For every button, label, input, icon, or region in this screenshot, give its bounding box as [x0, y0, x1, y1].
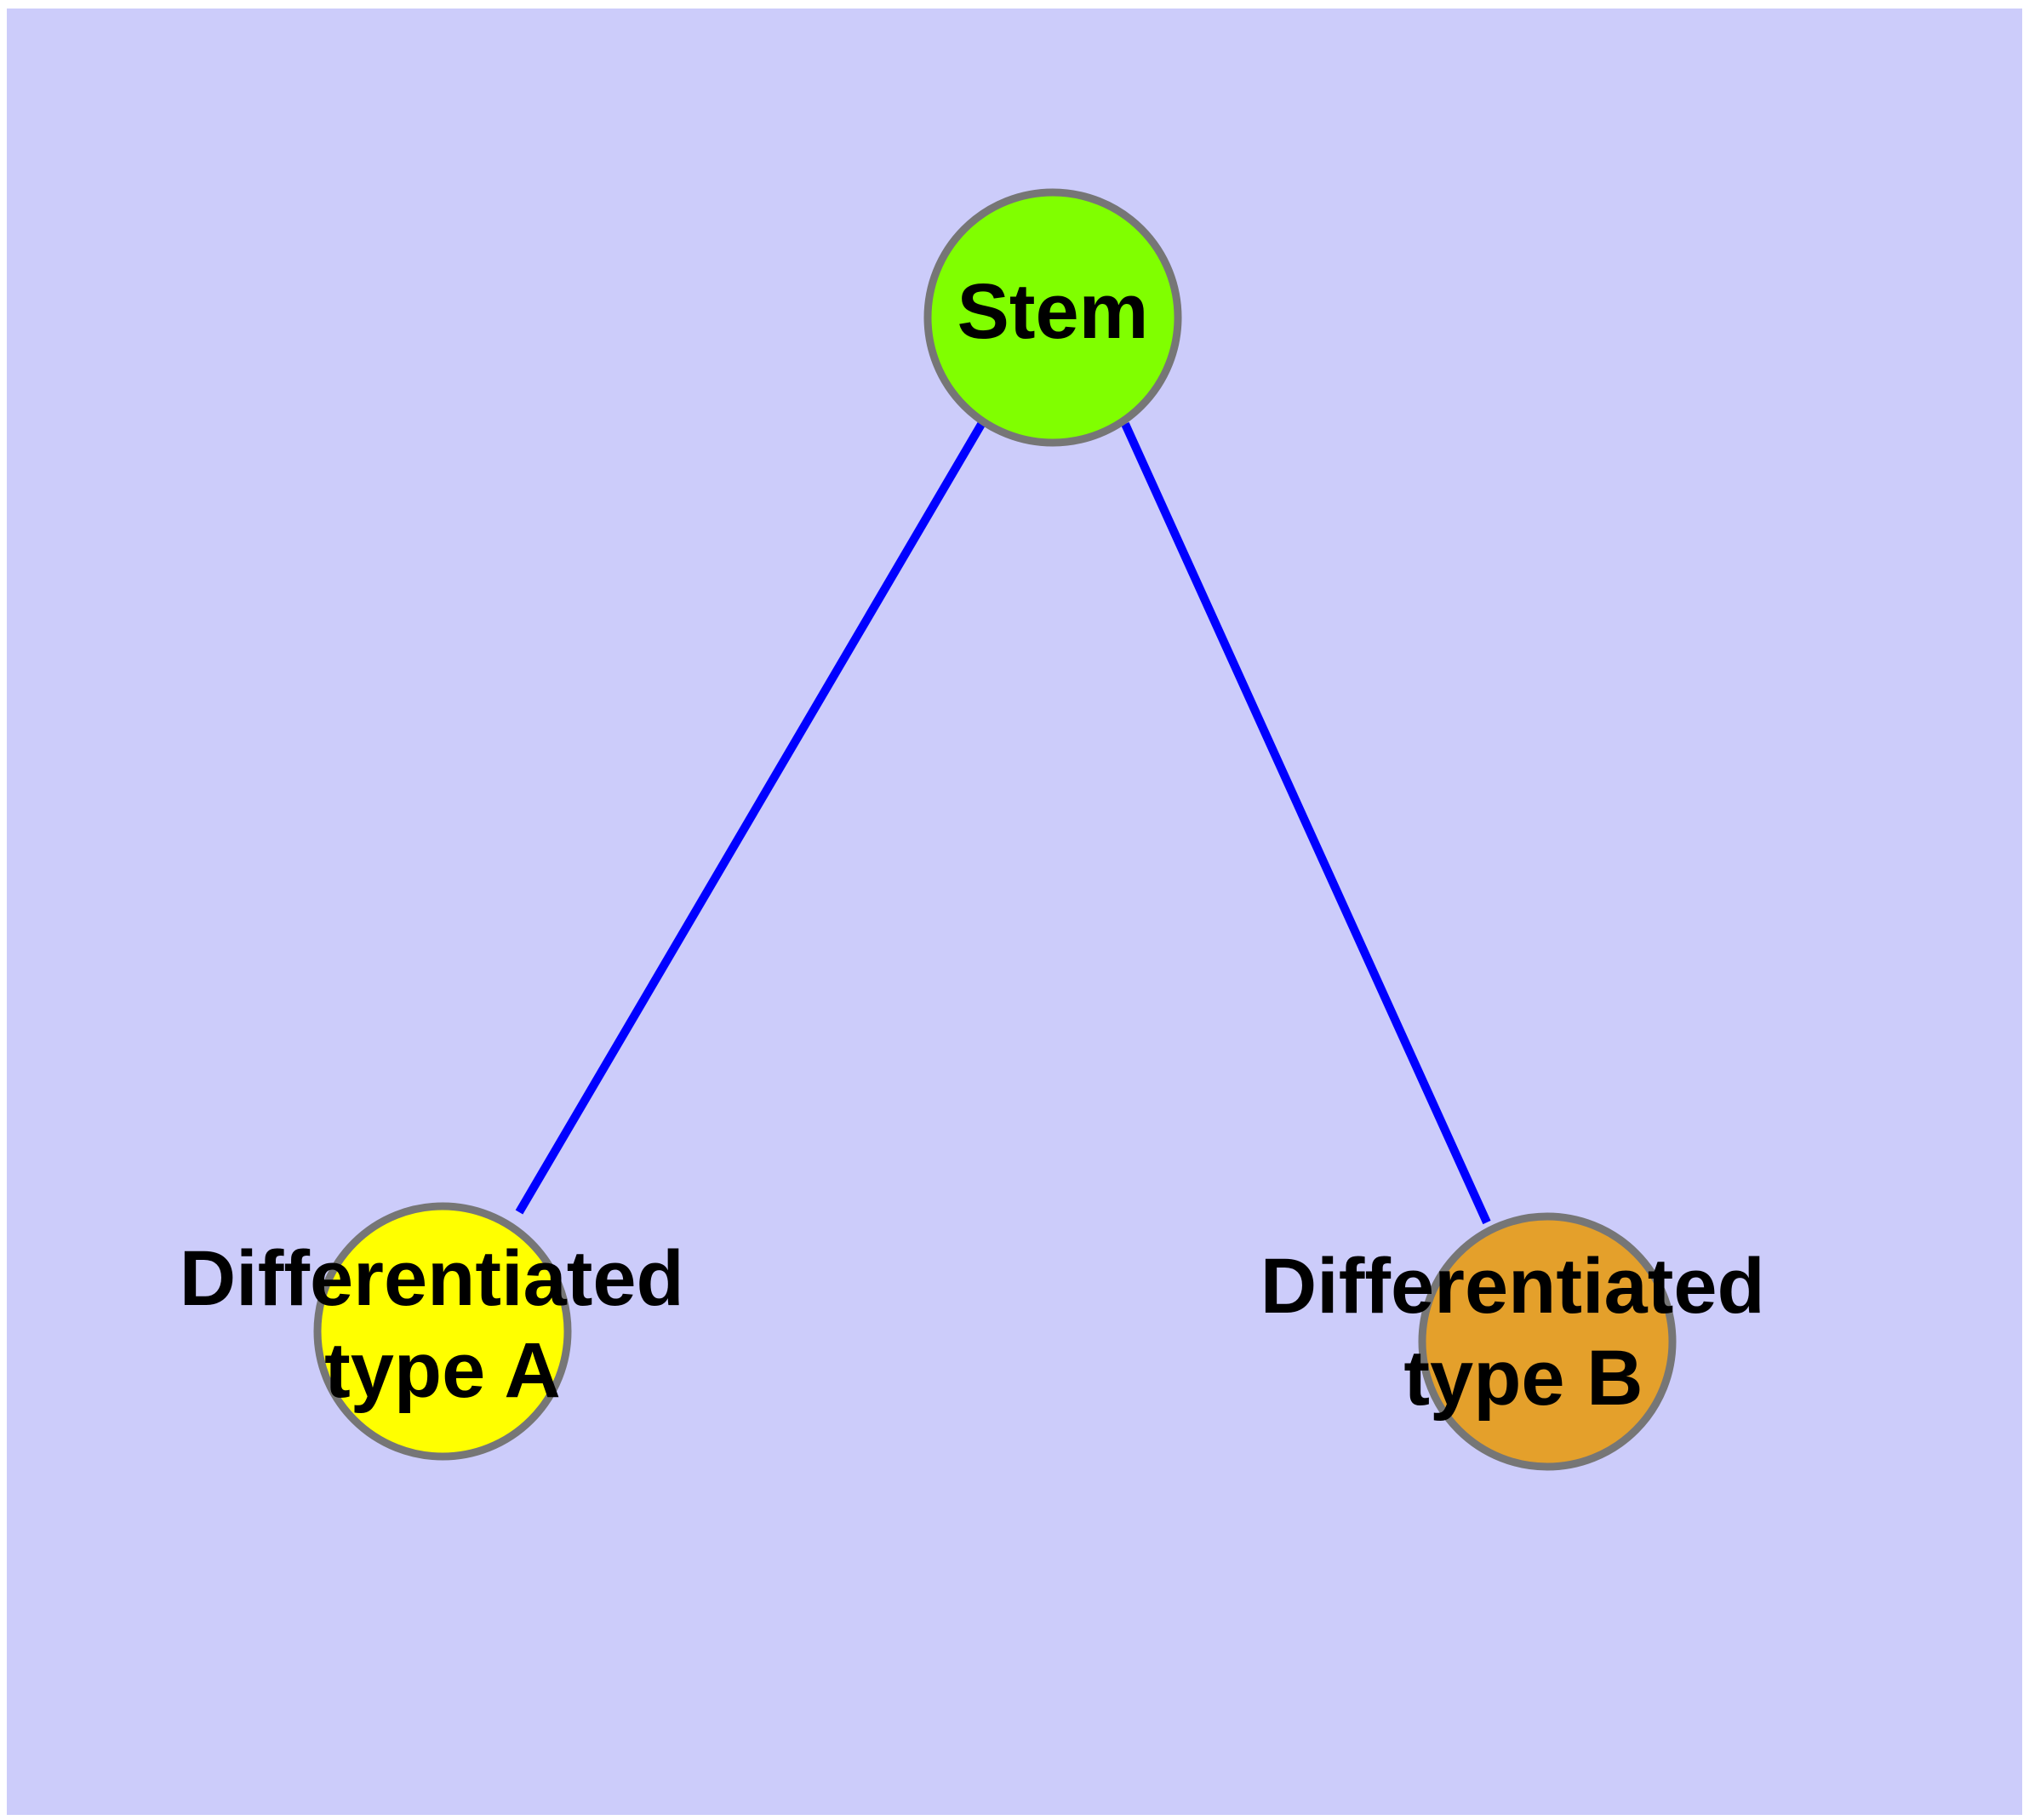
node-differentiated-type-b-label: Differentiated type B [1260, 1243, 1787, 1422]
node-differentiated-type-a[interactable]: Differentiated type A [180, 1202, 706, 1461]
node-differentiated-type-a-circle[interactable] [313, 1202, 572, 1461]
node-differentiated-type-a-label-line-2: type A [324, 1327, 561, 1414]
node-stem-circle[interactable] [923, 188, 1182, 447]
node-stem-label-line-1: Stem [957, 268, 1149, 355]
node-differentiated-type-b-circle[interactable] [1418, 1212, 1677, 1471]
node-differentiated-type-a-label-line-1: Differentiated [180, 1235, 684, 1322]
node-stem-label: Stem [957, 268, 1149, 355]
edge-group [515, 419, 1491, 1225]
node-stem[interactable]: Stem [923, 188, 1182, 447]
node-differentiated-type-a-label: Differentiated type A [180, 1235, 706, 1414]
node-group: Stem Differentiated type A Differentiate… [180, 188, 1787, 1471]
edge-stem-to-differentiated-type-b[interactable] [1121, 421, 1491, 1225]
node-differentiated-type-b-label-line-2: type B [1403, 1335, 1643, 1422]
edge-stem-to-differentiated-type-a[interactable] [515, 419, 987, 1215]
node-differentiated-type-b[interactable]: Differentiated type B [1260, 1212, 1787, 1471]
node-differentiated-type-b-label-line-1: Differentiated [1260, 1243, 1765, 1330]
